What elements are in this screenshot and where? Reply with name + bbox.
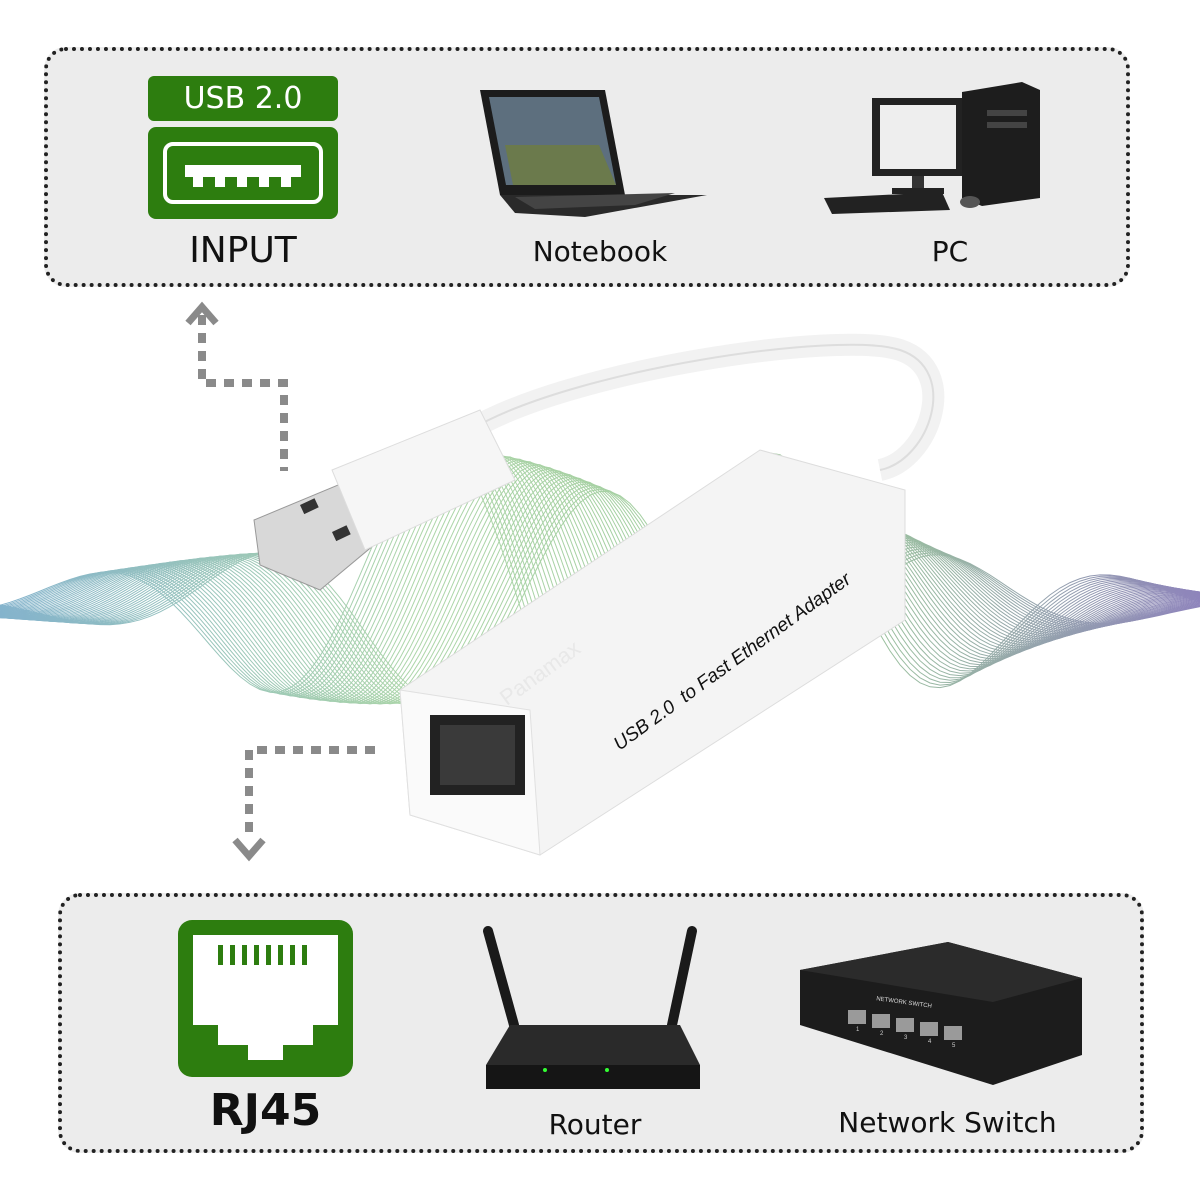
switch-port-5: 5 [952,1043,956,1049]
device-label-notebook: Notebook [532,235,668,268]
laptop-icon [480,90,707,217]
rj45-port-icon [178,920,353,1077]
switch-port-3: 3 [904,1035,908,1041]
input-label: INPUT [189,230,297,271]
switch-port-4: 4 [928,1039,932,1045]
router-icon [483,926,700,1089]
output-arrow [232,746,375,862]
output-label: RJ45 [209,1085,322,1136]
wave-line [0,479,1200,713]
input-arrow [185,301,288,471]
switch-port-1: 1 [856,1027,860,1033]
desktop-pc-icon [824,82,1040,214]
network-switch-icon: NETWORK SWITCH 1 2 3 4 5 [798,940,1083,1085]
device-label-router: Router [548,1108,642,1141]
switch-port-2: 2 [880,1031,884,1037]
device-label-network-switch: Network Switch [838,1106,1057,1139]
usb-ethernet-adapter-image [253,333,945,856]
wave-line [0,476,1200,719]
wave-line [0,474,1200,721]
device-label-pc: PC [931,235,969,268]
wave-line [0,478,1200,716]
usb-badge: USB 2.0 [148,76,338,121]
usb-port-icon [148,127,338,219]
